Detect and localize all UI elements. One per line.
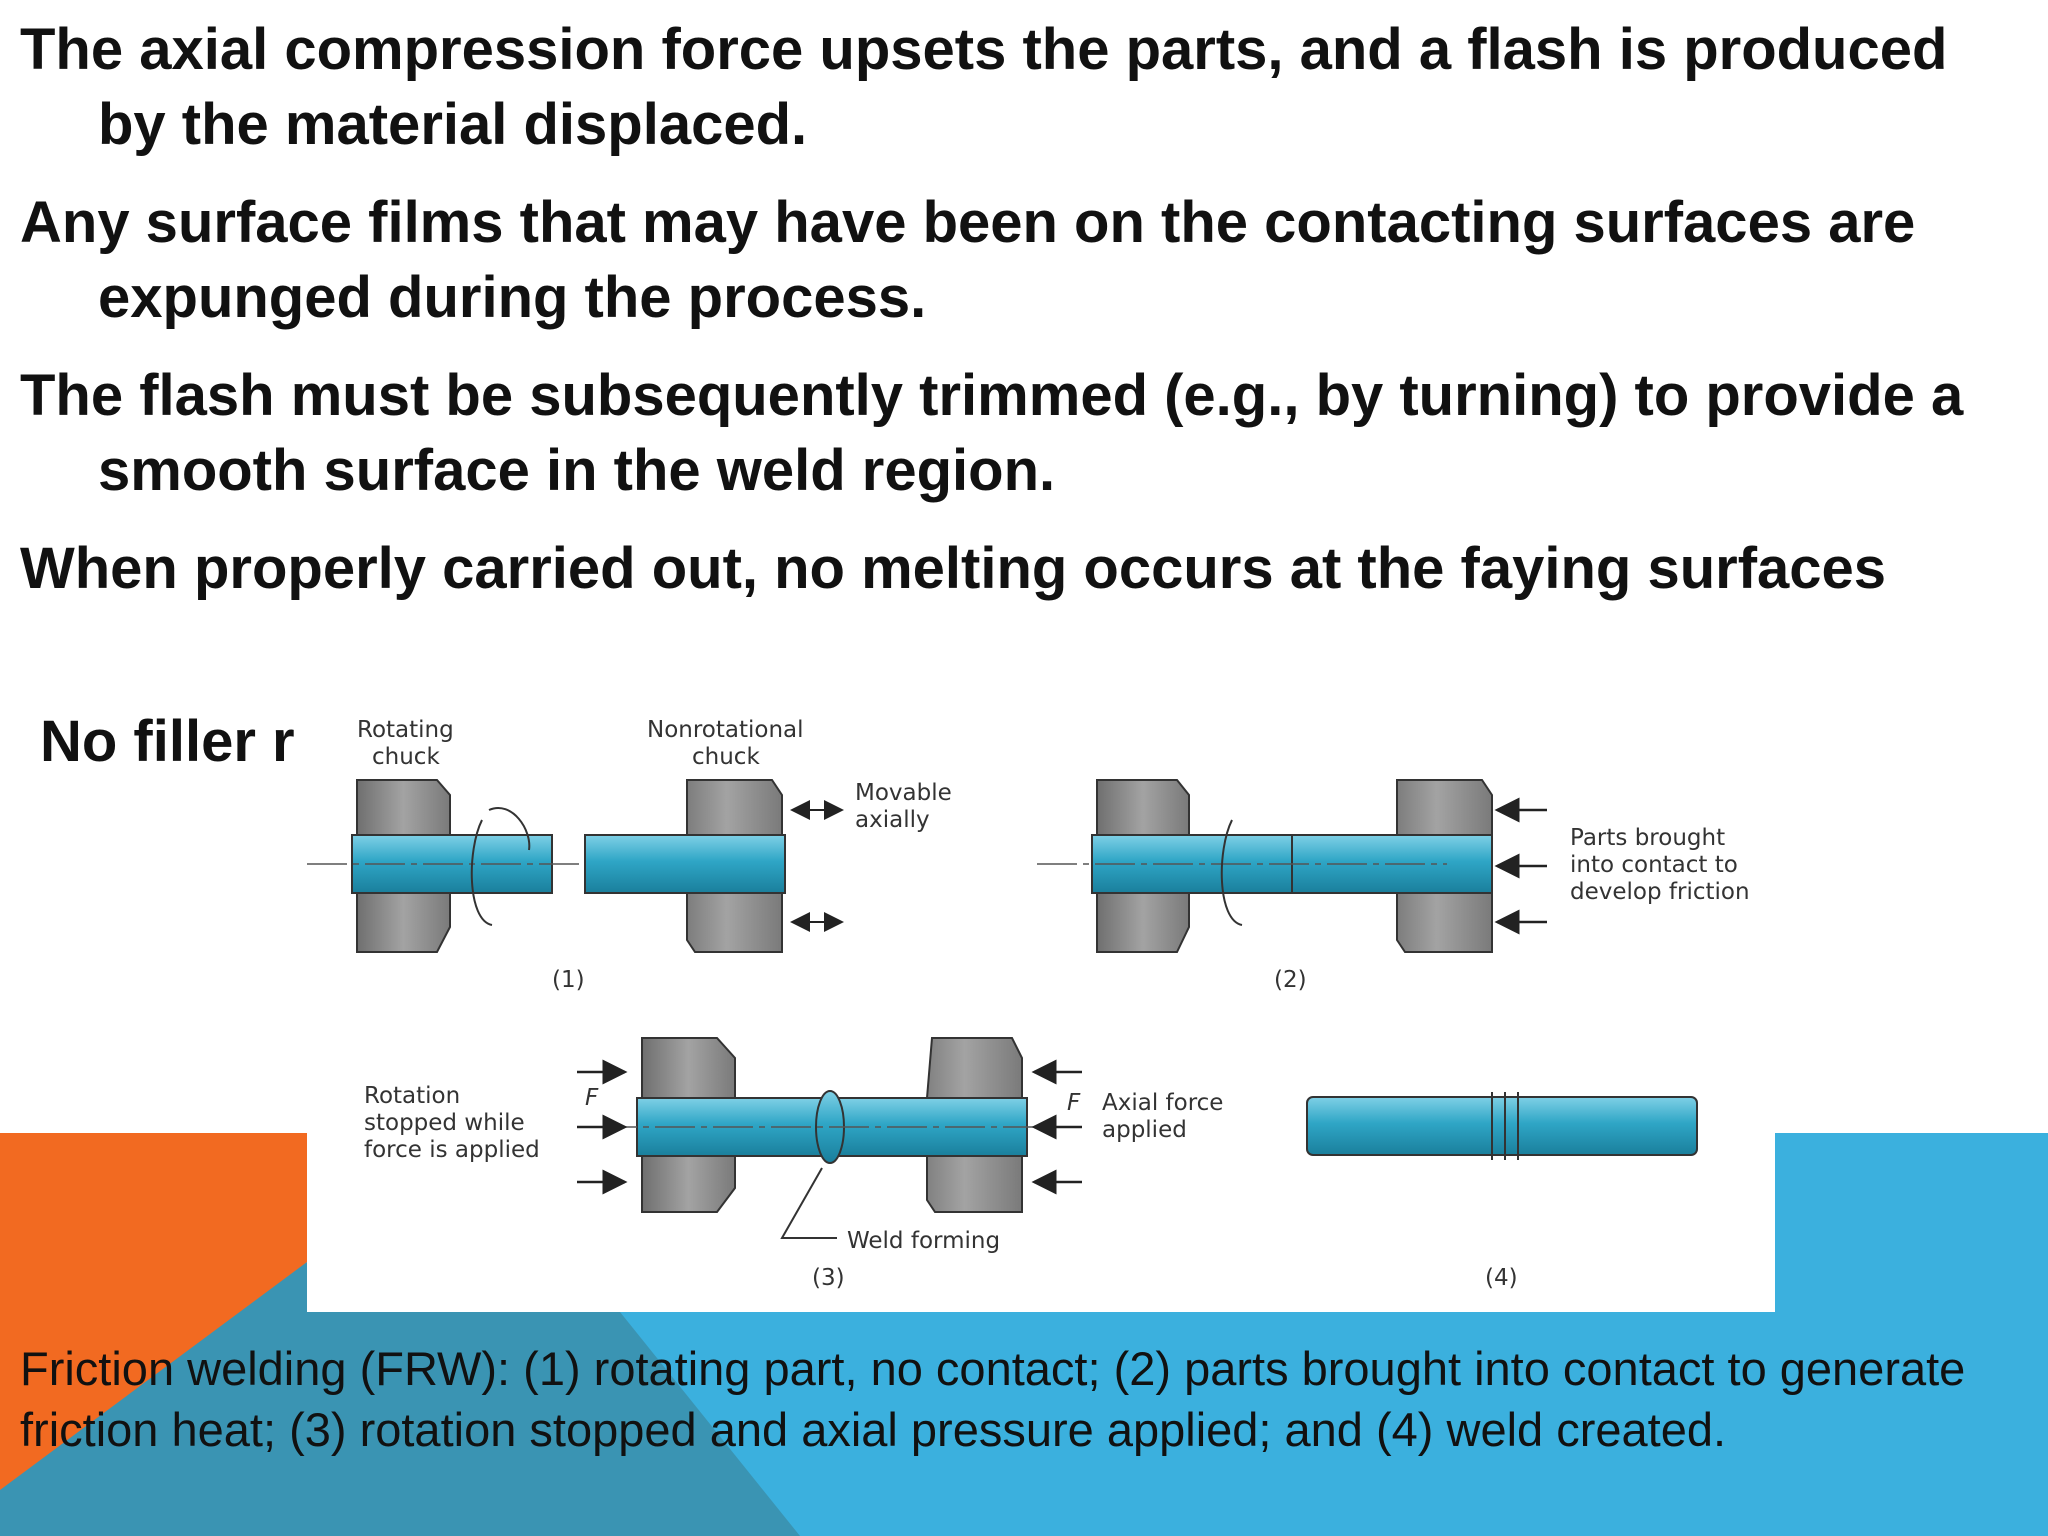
force-symbol-left: F	[585, 1085, 599, 1111]
welded-part	[1306, 1096, 1698, 1156]
blue-shape	[600, 1133, 2048, 1536]
step-2-label: (2)	[1274, 967, 1307, 993]
bullet-1: The axial compression force upsets the p…	[20, 17, 1948, 157]
step-1-label: (1)	[552, 967, 585, 993]
step-3-label: (3)	[812, 1265, 845, 1291]
panel-4: (4)	[1306, 1092, 1698, 1291]
nonrotating-part	[584, 834, 786, 894]
bullet-3: The flash must be subsequently trimmed (…	[20, 363, 1964, 503]
figure-caption: Friction welding (FRW): (1) rotating par…	[20, 1342, 1966, 1456]
bullet-5: No filler r	[40, 709, 295, 774]
steel-shape	[0, 1262, 800, 1536]
bullet-2: Any surface films that may have been on …	[20, 190, 1916, 330]
bullet-4: When properly carried out, no melting oc…	[20, 536, 1887, 601]
force-symbol-right: F	[1067, 1090, 1081, 1116]
weld-forming-label: Weld forming	[847, 1228, 1000, 1254]
step-4-label: (4)	[1485, 1265, 1518, 1291]
